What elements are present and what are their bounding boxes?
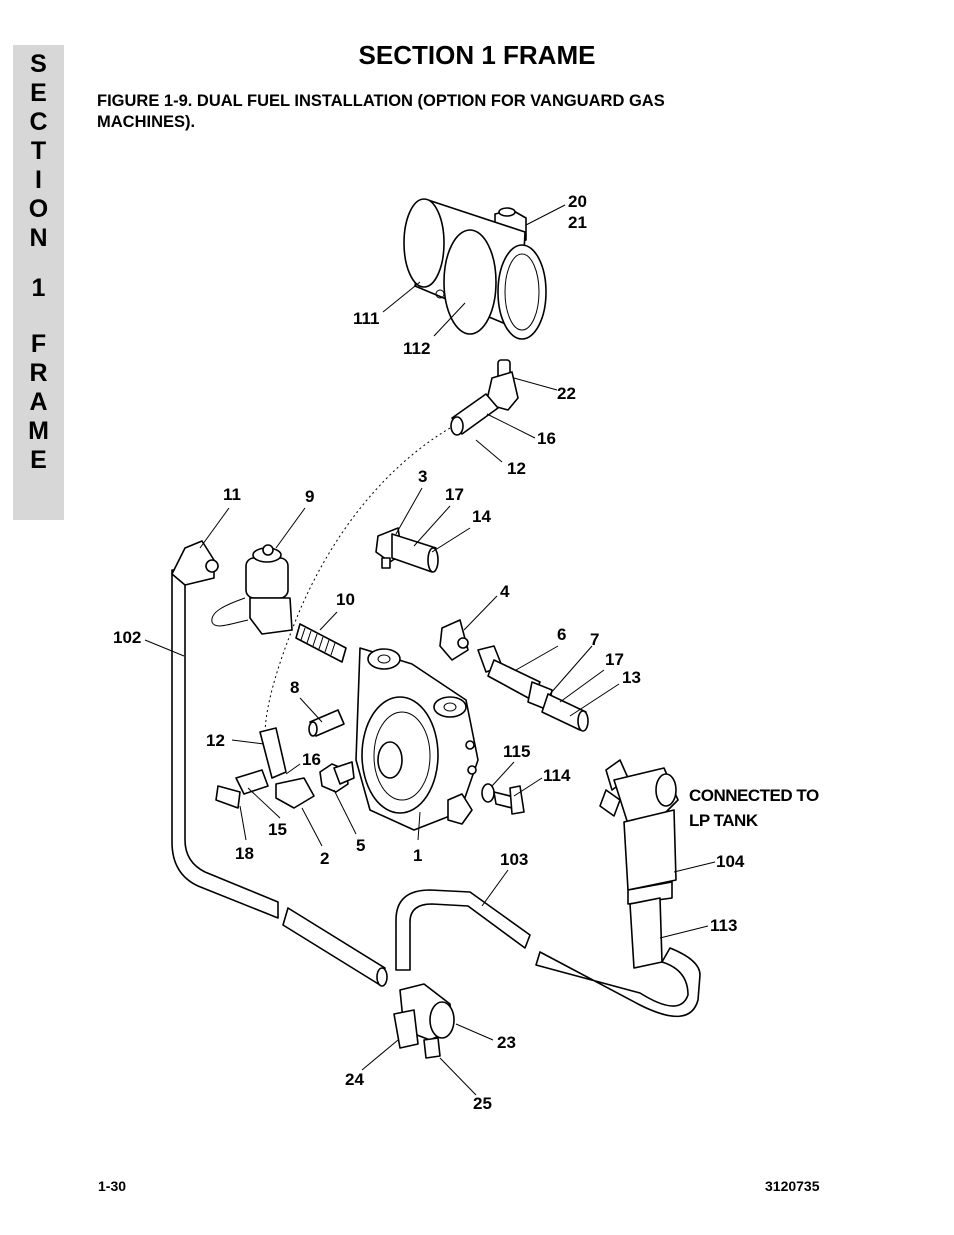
lp-tank-note: LP TANK [689,811,759,830]
bolt-114 [481,783,525,815]
callout-label: 17 [445,485,464,504]
page-number: 1-30 [98,1178,127,1194]
side-tab-letter: E [30,446,47,474]
callout-label: 14 [472,507,491,526]
callout-label: 113 [710,916,737,935]
callout-label: 5 [356,836,365,855]
callout-label: 25 [473,1094,492,1113]
callout-label: 18 [235,844,254,863]
callout-label: 3 [418,467,427,486]
shutoff-valve-23 [393,983,455,1059]
callout-label: 9 [305,487,314,506]
callout-label: 20 [568,192,587,211]
lp-tank-valve-104 [599,759,679,969]
callout-label: 4 [500,582,510,601]
side-tab-letter: R [29,359,48,387]
hose-102 [171,540,388,987]
callout-label: 17 [605,650,624,669]
callout-label: 22 [557,384,576,403]
leader-lines [144,204,716,1096]
figure-title-line: MACHINES). [97,113,196,131]
callout-label: 1 [413,846,422,865]
callout-label: 112 [403,339,430,358]
callout-label: 103 [500,850,528,869]
callout-label: 15 [268,820,287,839]
callout-label: 24 [345,1070,364,1089]
side-tab-letter: I [35,166,42,194]
side-tab-letter: T [30,137,47,165]
callout-label: 12 [206,731,225,750]
callout-label: 114 [543,766,571,785]
fitting-5 [319,761,355,793]
section-side-tab: S E C T I O N 1 F R A M E [13,45,64,520]
callout-label: 8 [290,678,299,697]
figure-title-line: FIGURE 1-9. DUAL FUEL INSTALLATION (OPTI… [97,92,665,110]
callout-labels: 20 21 111 112 22 16 12 11 9 3 17 14 4 10… [113,192,819,1113]
callout-label: 10 [336,590,355,609]
callout-label: 13 [622,668,641,687]
document-number: 3120735 [765,1178,820,1194]
callout-label: 23 [497,1033,516,1052]
callout-label: 16 [302,750,321,769]
callout-label: 2 [320,849,329,868]
fitting-3 [375,527,439,573]
lp-tank-note: CONNECTED TO [689,786,819,805]
mixer-adapter [403,198,547,340]
side-tab-letter: N [29,224,48,252]
side-tab-letter: S [30,50,47,78]
fitting-10 [295,623,347,663]
solenoid-valve-9 [211,544,293,635]
side-tab-letter: M [28,417,49,445]
callout-label: 7 [590,630,599,649]
regulator-1 [355,647,479,831]
callout-label: 111 [353,309,380,328]
callout-label: 12 [507,459,526,478]
callout-label: 115 [503,742,530,761]
callout-label: 21 [568,213,587,232]
tee-fitting-2 [215,727,315,809]
side-tab-letter: E [30,79,47,107]
side-tab-letter: C [29,108,48,136]
side-tab-letter: O [28,195,49,223]
fitting-4 [439,619,469,661]
section-title: SECTION 1 FRAME [358,40,596,70]
callout-label: 11 [223,485,241,504]
side-tab-letter: A [29,388,48,416]
callout-label: 16 [537,429,556,448]
callout-label: 6 [557,625,566,644]
hose-103 [395,889,701,1018]
side-tab-letter: F [30,330,47,358]
side-tab-letter: 1 [31,274,46,302]
fitting-8 [308,709,345,737]
elbow-fitting-22 [450,359,519,436]
hose-assembly-6 [477,645,589,732]
callout-label: 104 [716,852,745,871]
callout-label: 102 [113,628,141,647]
figure-title: FIGURE 1-9. DUAL FUEL INSTALLATION (OPTI… [97,91,797,133]
